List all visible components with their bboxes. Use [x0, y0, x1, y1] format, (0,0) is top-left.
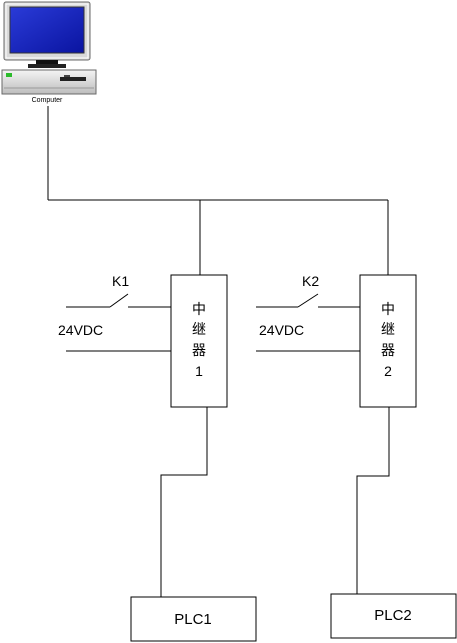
relay-1-char-2: 继 [192, 322, 206, 338]
plc-2: PLC2 [330, 593, 457, 639]
relay-2-number: 2 [384, 363, 392, 379]
relay-2-char-1: 中 [381, 302, 395, 318]
relay-2-to-plc2-wire [356, 407, 390, 594]
switch-k1 [66, 293, 171, 308]
plc-1-box [130, 596, 257, 642]
switch-k2 [256, 293, 360, 308]
plc-2-label: PLC2 [374, 607, 412, 624]
relay-1: 中 继 器 1 [170, 274, 228, 408]
computer-icon [1, 1, 97, 95]
relay-2-char-2: 继 [381, 322, 395, 338]
relay-1-char-1: 中 [192, 302, 206, 318]
voltage-label-2: 24VDC [259, 322, 304, 338]
plc-2-box [330, 593, 457, 639]
network-bus [47, 106, 389, 275]
relay-2: 中 继 器 2 [359, 274, 417, 408]
switch-k2-label: K2 [302, 273, 319, 289]
plc-1: PLC1 [130, 596, 257, 642]
relay-1-box [170, 274, 228, 408]
computer-label: Computer [32, 97, 63, 104]
voltage-label-1: 24VDC [58, 322, 103, 338]
relay-1-to-plc1-wire [160, 407, 208, 597]
relay-2-box [359, 274, 417, 408]
relay-1-char-3: 器 [192, 343, 206, 359]
relay-1-number: 1 [195, 363, 203, 379]
switch-k1-label: K1 [112, 273, 129, 289]
plc-1-label: PLC1 [174, 611, 212, 628]
relay-2-char-3: 器 [381, 343, 395, 359]
